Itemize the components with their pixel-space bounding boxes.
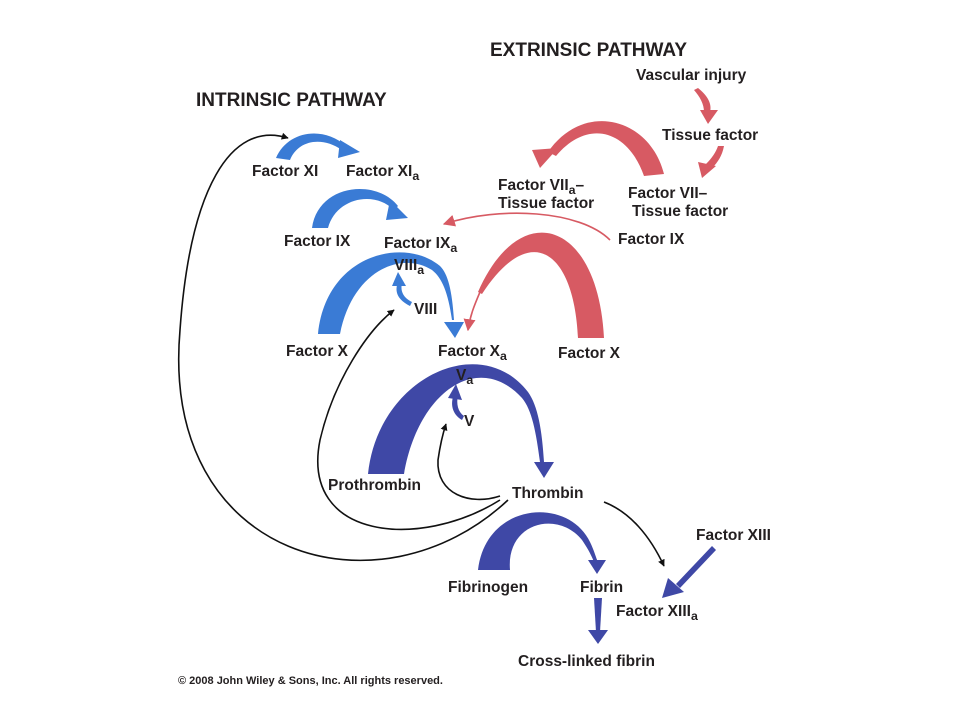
copyright-notice: © 2008 John Wiley & Sons, Inc. All right… xyxy=(178,675,443,687)
arrowhead-viiia xyxy=(392,272,406,286)
feedback-thrombin-to-factor-xi xyxy=(177,132,509,562)
arrow-factor-vii-to-factor-viia xyxy=(548,121,664,176)
arrowhead-thrombin xyxy=(534,462,554,478)
intrinsic-pathway-title: INTRINSIC PATHWAY xyxy=(196,90,387,111)
arrowhead-factor-ixa xyxy=(386,200,408,220)
feedback-thrombin-to-v xyxy=(437,423,501,501)
factor-vii-tissue-factor-label: Factor VII–Tissue factor xyxy=(628,185,728,220)
factor-ixa-label: Factor IXa xyxy=(384,235,457,255)
arrow-ext-factor-x-to-factor-xa xyxy=(478,232,604,338)
arrowhead-tissue-factor xyxy=(700,110,718,124)
tissue-factor-label: Tissue factor xyxy=(662,127,758,144)
factor-viia-tissue-factor-label: Factor VIIa–Tissue factor xyxy=(498,177,594,212)
arrowhead-cross-linked-fibrin xyxy=(588,630,608,644)
extrinsic-pathway-title: EXTRINSIC PATHWAY xyxy=(490,40,687,61)
viiia-label: VIIIa xyxy=(394,257,424,277)
arrow-factor-xiii-to-xiiia xyxy=(676,546,716,588)
arrow-fibrinogen-to-fibrin xyxy=(478,512,598,570)
arrow-viii-to-viiia xyxy=(396,282,412,306)
arrow-factor-xi-to-factor-xia xyxy=(276,133,346,160)
arrowhead-fibrin xyxy=(588,560,606,574)
arrowhead-factor-xa xyxy=(444,322,464,338)
fibrin-label: Fibrin xyxy=(580,579,623,596)
arrow-v-to-va xyxy=(452,394,464,420)
arrow-tissue-factor-to-factor-vii xyxy=(706,146,724,168)
viii-label: VIII xyxy=(414,301,437,318)
v-label: V xyxy=(464,413,475,430)
thrombin-label: Thrombin xyxy=(512,485,583,502)
arrowhead-factor-viia xyxy=(532,148,558,168)
va-label: Va xyxy=(456,367,473,387)
factor-xia-label: Factor XIa xyxy=(346,163,419,183)
arrow-factor-ix-to-factor-ixa xyxy=(312,188,398,228)
feedback-thrombin-to-viii xyxy=(317,309,501,531)
factor-ix-label: Factor IX xyxy=(284,233,351,250)
arrow-fibrin-to-cross-linked xyxy=(594,598,602,632)
factor-xiiia-label: Factor XIIIa xyxy=(616,603,698,623)
arrowhead-factor-xia xyxy=(338,140,360,158)
vascular-injury-label: Vascular injury xyxy=(636,67,747,84)
arrowhead-factor-vii xyxy=(698,162,716,178)
arrowhead-factor-xiiia xyxy=(662,578,684,598)
arrowhead-va xyxy=(448,384,462,400)
arrow-thrombin-to-factor-xiiia xyxy=(603,501,665,567)
factor-xi-label: Factor XI xyxy=(252,163,318,180)
fibrinogen-label: Fibrinogen xyxy=(448,579,528,596)
cross-linked-fibrin-label: Cross-linked fibrin xyxy=(518,653,655,670)
prothrombin-label: Prothrombin xyxy=(328,477,421,494)
arrow-vascular-injury-to-tissue-factor xyxy=(694,88,711,112)
arrow-prothrombin-to-thrombin xyxy=(368,364,544,474)
factor-x-extrinsic-label: Factor X xyxy=(558,345,621,362)
factor-xiii-label: Factor XIII xyxy=(696,527,771,544)
arrow-ext-factor-ix-to-factor-ixa xyxy=(442,212,611,241)
factor-x-label: Factor X xyxy=(286,343,349,360)
factor-ix-extrinsic-label: Factor IX xyxy=(618,231,685,248)
factor-xa-label: Factor Xa xyxy=(438,343,507,363)
arrow-factor-x-to-factor-xa xyxy=(318,252,454,334)
arrow-ext-to-factor-xa-thin xyxy=(463,291,481,332)
